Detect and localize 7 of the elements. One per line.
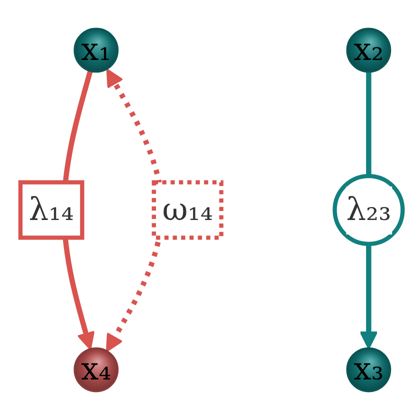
node-circle: x₁ xyxy=(74,28,119,73)
node-circle: x₃ xyxy=(346,347,392,392)
edge-label: λ₁₄ xyxy=(28,190,74,228)
node-circle: x₄ xyxy=(74,347,119,392)
node-circle: x₂ xyxy=(346,28,392,73)
edge-label: ω₁₄ xyxy=(162,190,213,228)
edge-label: λ₂₃ xyxy=(346,190,392,228)
